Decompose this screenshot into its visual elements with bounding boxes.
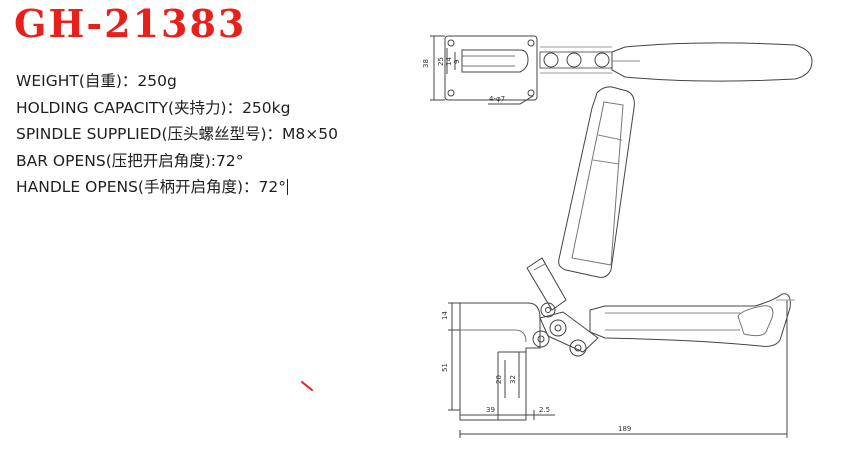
- side-view: [448, 86, 795, 438]
- pivot-1: [532, 330, 550, 348]
- spec-handle-opens: HANDLE OPENS(手柄开启角度)：72°: [16, 174, 338, 201]
- dim-32: 32: [509, 375, 517, 384]
- spec-weight: WEIGHT(自重)：250g: [16, 72, 177, 90]
- top-pin-2: [566, 52, 582, 68]
- spec-bar-opens: BAR OPENS(压把开启角度):72°: [16, 151, 244, 170]
- dim-189: 189: [618, 425, 631, 433]
- pivot-4: [540, 302, 556, 318]
- spec-handle-opens-text: HANDLE OPENS(手柄开启角度)：72°: [16, 178, 286, 196]
- top-view: [430, 35, 813, 105]
- dim-14-top: 14: [445, 57, 453, 66]
- side-base: [459, 302, 541, 421]
- open-bar: [526, 257, 567, 311]
- top-base-plate: [444, 35, 538, 101]
- closed-handle: [589, 293, 791, 347]
- spec-holding-capacity: HOLDING CAPACITY(夹持力)：250kg: [16, 98, 291, 117]
- top-handle-grip: [611, 42, 813, 82]
- spec-spindle: SPINDLE SUPPLIED(压头螺丝型号)：M8×50: [16, 125, 338, 143]
- product-code-title: GH-21383: [14, 1, 247, 46]
- text-cursor: [287, 179, 288, 195]
- top-slot: [461, 49, 529, 73]
- dim-38: 38: [422, 59, 430, 68]
- dim-14-side: 14: [441, 311, 449, 320]
- open-handle: [558, 86, 635, 278]
- dim-20: 20: [495, 375, 503, 384]
- dim-9: 9: [453, 60, 461, 64]
- dim-51: 51: [441, 363, 449, 372]
- pivot-2: [549, 319, 567, 337]
- top-pin-1: [543, 52, 559, 68]
- pivot-3: [569, 339, 587, 357]
- hole-note: 4-φ7: [489, 95, 505, 103]
- spec-list: WEIGHT(自重)：250g HOLDING CAPACITY(夹持力)：25…: [16, 68, 338, 201]
- dim-25: 25: [437, 57, 445, 66]
- dim-39: 39: [486, 406, 495, 414]
- red-mark: [301, 381, 313, 391]
- linkage: [539, 311, 599, 353]
- top-pin-3: [594, 52, 610, 68]
- dim-2-5: 2.5: [539, 406, 550, 414]
